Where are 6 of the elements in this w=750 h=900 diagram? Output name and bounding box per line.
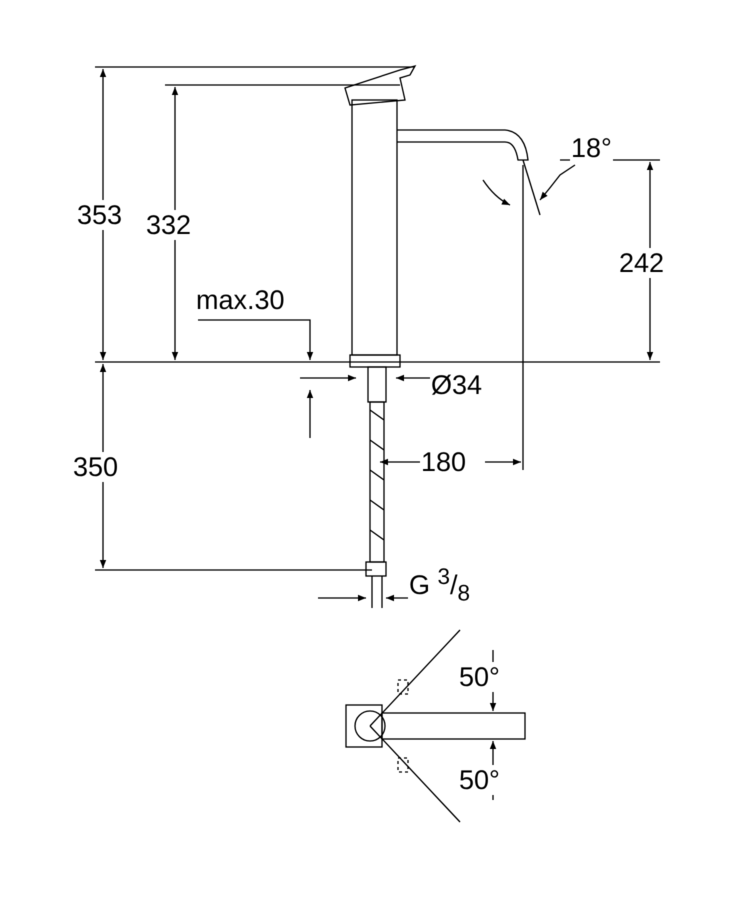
dimension-label: 50°	[458, 662, 501, 692]
dimension-label: 353	[76, 200, 124, 230]
dimension-label: 50°	[458, 765, 501, 795]
dimension-label: 242	[618, 248, 666, 278]
dimension-label: 350	[72, 452, 120, 482]
dimension-label: 332	[145, 210, 192, 240]
